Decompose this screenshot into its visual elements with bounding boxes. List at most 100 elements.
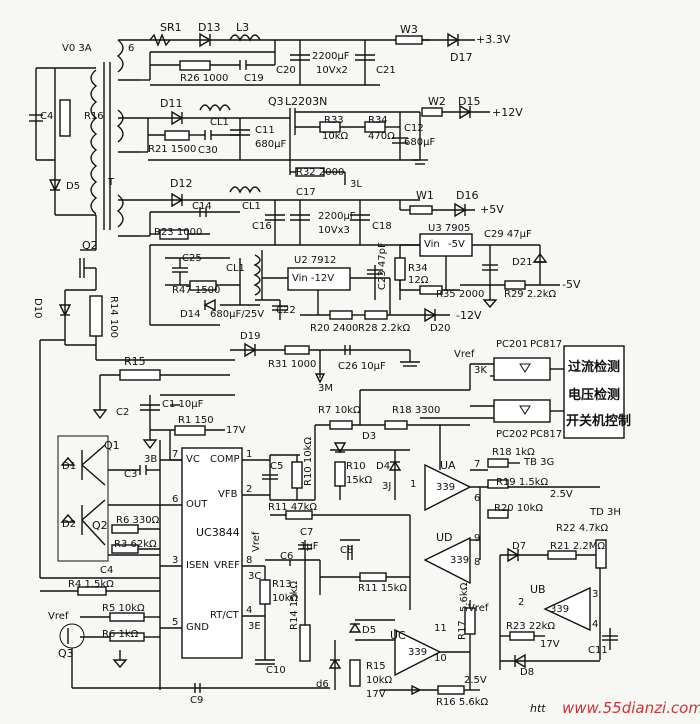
label-r4: R4 1.5kΩ: [68, 579, 114, 590]
label-r33: R33: [324, 115, 344, 126]
label-vref-d: Vref: [454, 349, 475, 360]
label-d3: D3: [362, 431, 377, 442]
label-d13: D13: [198, 21, 221, 34]
label-d6: d6: [316, 679, 329, 690]
label-w2: W2: [428, 95, 446, 108]
label-r47: R47 1500: [172, 285, 221, 296]
label-r20: R20 2400: [310, 323, 359, 334]
label-cl1c: CL1: [226, 263, 245, 274]
ua-model: 339: [436, 482, 456, 493]
label-r16: R16: [84, 111, 104, 122]
label-r15: R15: [124, 355, 146, 368]
label-c26: C26 10μF: [338, 361, 386, 372]
label-r26: R26 1000: [180, 73, 229, 84]
label-t: T: [108, 177, 115, 188]
label-r13: R13: [272, 579, 292, 590]
ic-num-3: 3: [172, 555, 179, 566]
label-c6: C6: [280, 551, 294, 562]
label-r17: R17: [457, 620, 468, 640]
label-pc201: PC201: [496, 339, 529, 350]
label-vref-c: Vref: [468, 603, 489, 614]
label-u2: U2 7912: [294, 255, 337, 266]
label-d21: D21: [512, 257, 533, 268]
label-r10b: R10: [346, 461, 366, 472]
label-vref-b: Vref: [251, 531, 262, 552]
label-r6b: R6 1kΩ: [102, 629, 139, 640]
ic-pin-comp: COMP: [210, 454, 240, 465]
ic-pin-vc: VC: [186, 454, 200, 465]
ic-pin-out: OUT: [186, 499, 208, 510]
label-d19: D19: [240, 331, 261, 342]
label-r7: R7 10kΩ: [318, 405, 361, 416]
label-d4: D4: [376, 461, 391, 472]
out-minus-12v: -12V: [456, 309, 482, 322]
ic-label-3e: 3E: [248, 621, 261, 632]
label-d16: D16: [456, 189, 479, 202]
op-pin-2: 2: [518, 597, 525, 608]
label-q3: Q3: [268, 95, 284, 108]
op-pin-6: 6: [474, 493, 481, 504]
label-c1: C1 10μF: [162, 399, 204, 410]
label-c18: C18: [372, 221, 392, 232]
label-d20: D20: [430, 323, 451, 334]
label-c5: C5: [270, 461, 284, 472]
op-pin-7: 7: [474, 459, 481, 470]
label-r16b: R16 5.6kΩ: [436, 697, 489, 708]
label-ua: UA: [440, 459, 456, 472]
ic-num-1: 1: [246, 449, 253, 460]
label-r14b: R14 15kΩ: [289, 580, 300, 630]
label-q2a: Q2: [82, 239, 98, 252]
label-c17: C17: [296, 187, 316, 198]
label-c4a: C4: [40, 111, 54, 122]
ud-model: 339: [450, 555, 470, 566]
label-r11a: R11 47kΩ: [268, 502, 318, 513]
label-r15bv: 10kΩ: [366, 675, 393, 686]
label-d8: D8: [520, 667, 535, 678]
label-r22: R22 4.7kΩ: [556, 523, 609, 534]
label-r10bv: 15kΩ: [346, 475, 373, 486]
label-u3out: -5V: [448, 239, 465, 250]
label-c11b: C11: [588, 645, 608, 656]
ic-label-3c: 3C: [248, 571, 262, 582]
label-c17v: 2200μF: [318, 211, 356, 222]
label-cl1: CL1: [210, 117, 229, 128]
label-v0: V0 3A: [62, 43, 92, 54]
control-line-3: 开关机控制: [566, 414, 632, 429]
label-3l: 3L: [350, 179, 362, 190]
label-c23: C23 47pF: [377, 242, 388, 290]
label-q3b: Q3: [58, 647, 74, 660]
op-pin-9: 9: [474, 533, 481, 544]
label-c12v: 680μF: [404, 137, 436, 148]
label-r1: R1 150: [178, 415, 214, 426]
control-block: [420, 345, 625, 439]
label-c22v: 680μF/25V: [210, 309, 265, 320]
label-d2: D2: [62, 519, 77, 530]
section-5v: [140, 186, 560, 309]
label-pc817a: PC817: [530, 339, 563, 350]
control-line-2: 电压检测: [568, 388, 621, 403]
label-c9: C9: [190, 695, 204, 706]
ic-pin-gnd: GND: [186, 622, 209, 633]
label-d17: D17: [450, 51, 473, 64]
op-pin-1: 1: [410, 479, 417, 490]
label-c10: C10: [266, 665, 286, 676]
label-r31: R31 1000: [268, 359, 317, 370]
label-17v: 17V: [226, 425, 246, 436]
label-r23b: R23 22kΩ: [506, 621, 556, 632]
label-d11: D11: [160, 97, 183, 110]
label-pc817b: PC817: [530, 429, 563, 440]
label-r3: R3 62kΩ: [114, 539, 157, 550]
label-r34b: R34: [408, 263, 428, 274]
uc-model: 339: [408, 647, 428, 658]
section-12v: [140, 104, 490, 185]
ic-num-8: 8: [246, 555, 253, 566]
label-d5: D5: [66, 181, 81, 192]
label-ub: UB: [530, 583, 546, 596]
primary-snubber: [29, 67, 160, 579]
label-r29: R29 2.2kΩ: [504, 289, 557, 300]
opamp-block: [299, 458, 618, 696]
label-c20: C20: [276, 65, 296, 76]
driver-stage: [40, 435, 330, 693]
startup-network: [92, 359, 235, 461]
out-3v3: +3.3V: [476, 33, 511, 46]
